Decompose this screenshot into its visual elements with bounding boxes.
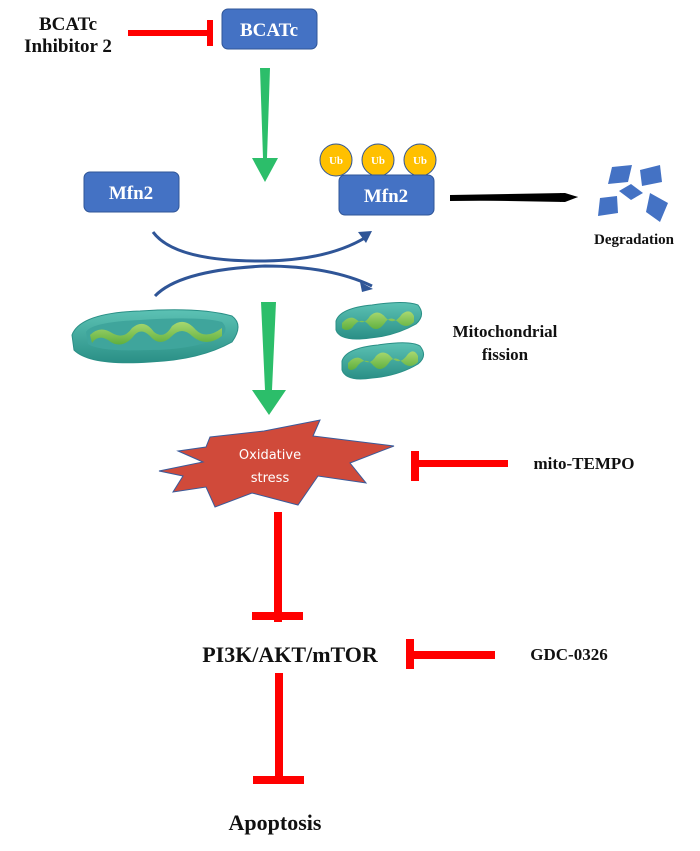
ubiquitin-tag: Ub (403, 143, 437, 177)
mitochondrion-fragment-icon (341, 342, 424, 380)
oxidative-stress-line1: Oxidative (239, 448, 301, 463)
gdc-0326-label: GDC-0326 (530, 645, 607, 664)
inhibition-pi3k-to-apoptosis (253, 673, 304, 784)
ubiquitin-tags: Ub Ub Ub (319, 143, 437, 177)
mfn2-ubiquitinated-box (338, 174, 435, 216)
oxidative-stress-line2: stress (251, 471, 290, 486)
bcatc-label: BCATc (240, 20, 298, 41)
mfn2-box (83, 171, 180, 213)
bcatc-inhibitor-line2: Inhibitor 2 (24, 36, 112, 57)
degradation-arrow (450, 193, 578, 202)
mfn2-label: Mfn2 (109, 183, 153, 204)
bcatc-inhibitor-label: BCATc Inhibitor 2 (24, 14, 112, 57)
ubiquitin-tag: Ub (319, 143, 353, 177)
bcatc-inhibitor-line1: BCATc (39, 14, 97, 35)
mitochondrial-fission-line2: fission (482, 345, 529, 364)
mfn2-node: Mfn2 (83, 171, 180, 213)
activation-arrow-fission-to-stress (252, 302, 286, 415)
degradation-fragments-icon (598, 165, 668, 222)
inhibition-mitotempo-to-stress (411, 451, 508, 481)
ubiquitin-label: Ub (413, 155, 427, 167)
ubiquitin-tag: Ub (361, 143, 395, 177)
apoptosis-label: Apoptosis (229, 810, 322, 835)
ubiquitin-label: Ub (371, 155, 385, 167)
mitochondrion-icon (71, 309, 239, 364)
fission-cycle-arrows (151, 231, 373, 298)
curved-arrow-lower (153, 264, 373, 298)
degradation-label: Degradation (594, 232, 675, 248)
inhibition-stress-to-pi3k (252, 512, 303, 622)
mfn2-ubiquitinated-label: Mfn2 (364, 186, 408, 207)
bcatc-node: BCATc (221, 8, 318, 50)
mitochondrial-fission-label: Mitochondrial fission (453, 322, 558, 364)
ubiquitin-label: Ub (329, 155, 343, 167)
pi3k-akt-mtor-label: PI3K/AKT/mTOR (202, 642, 379, 667)
mitochondrial-fission-line1: Mitochondrial (453, 322, 558, 341)
inhibition-shaft (128, 30, 212, 36)
mitochondrion-fragment-icon (335, 302, 422, 340)
mito-tempo-label: mito-TEMPO (533, 454, 634, 473)
bcatc-box (221, 8, 318, 50)
inhibition-inhibitor-to-bcatc (128, 20, 213, 46)
stress-burst-shape (158, 419, 395, 508)
activation-arrow-bcatc (252, 68, 278, 182)
curved-arrow-upper (151, 231, 369, 263)
oxidative-stress-node: Oxidative stress (158, 419, 395, 508)
inhibition-gdc-to-pi3k (406, 639, 495, 669)
mfn2-ubiquitinated-node: Mfn2 (338, 174, 435, 216)
inhibition-bar (207, 20, 213, 46)
